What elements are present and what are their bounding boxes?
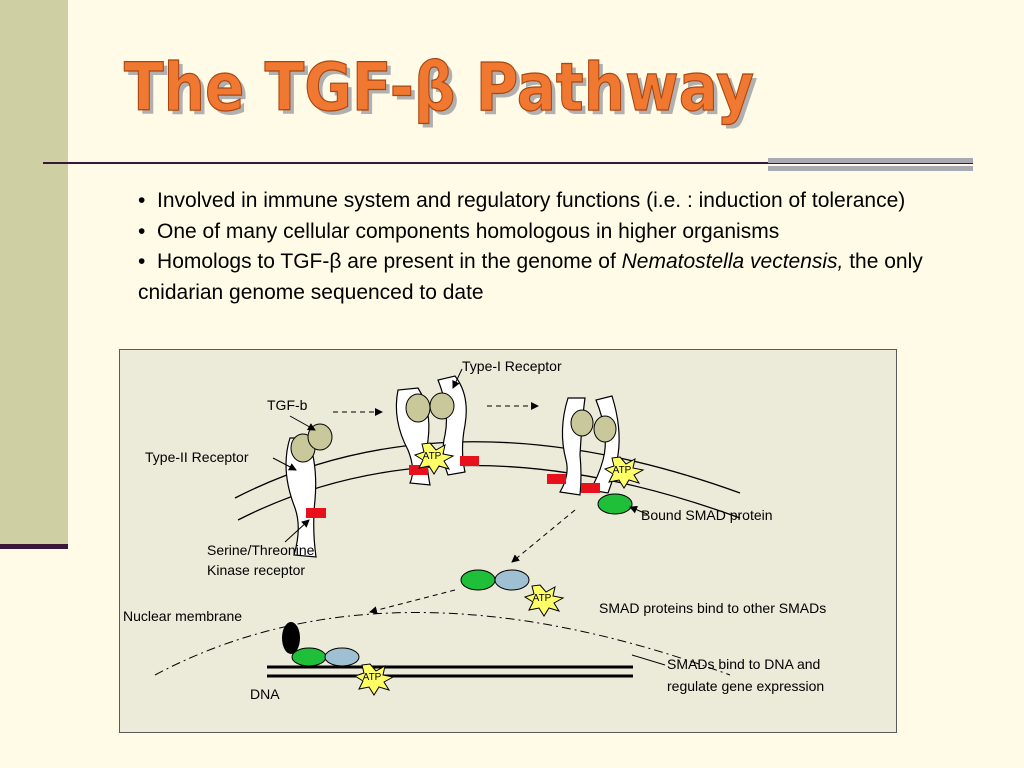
- pathway-diagram: ATP ATP ATP ATP Type-I Receptor TGF-b Ty…: [119, 349, 897, 733]
- species-name: Nematostella vectensis,: [621, 250, 844, 273]
- atp-burst-2: ATP: [603, 456, 645, 489]
- title-rule: [43, 162, 973, 164]
- label-nuclear-membrane: Nuclear membrane: [123, 608, 243, 624]
- bullet-item-3: • Homologs to TGF-β are present in the g…: [138, 247, 968, 308]
- pointer-dna-bind: [631, 654, 666, 666]
- slide-title-text: The TGF-β Pathway: [124, 49, 754, 126]
- slide-sidebar: [0, 0, 68, 548]
- bullet-marker: •: [138, 189, 146, 212]
- atp-burst-1: ATP: [413, 442, 455, 475]
- label-smad-bind: SMAD proteins bind to other SMADs: [599, 600, 827, 616]
- atp-label: ATP: [613, 465, 632, 476]
- label-kinase-line2: Kinase receptor: [207, 562, 306, 578]
- bullet-marker: •: [138, 219, 146, 243]
- receptor-complex-right: [547, 395, 633, 515]
- bullet-list: • Involved in immune system and regulato…: [138, 186, 968, 308]
- label-tgf-b: TGF-b: [267, 397, 308, 413]
- atp-label: ATP: [533, 593, 552, 604]
- label-dna: DNA: [250, 686, 280, 702]
- bullet-item-2: • One of many cellular components homolo…: [138, 217, 968, 248]
- slide-title-shadow: The TGF-β Pathway: [128, 53, 758, 130]
- pointer-kinase: [284, 519, 310, 543]
- bullet-text-prefix: Homologs to TGF-β are present in the gen…: [157, 250, 622, 273]
- pointer-type-i: [452, 368, 463, 389]
- type-ii-receptor: [285, 423, 333, 558]
- bullet-item-1: • Involved in immune system and regulato…: [138, 186, 968, 217]
- arrow-smad-to-nucleus: [369, 589, 456, 615]
- receptor-complex-middle: [395, 375, 479, 486]
- dna-strand: [267, 622, 633, 678]
- label-dna-bind-line2: regulate gene expression: [667, 678, 825, 694]
- pointer-type-ii: [272, 457, 297, 471]
- atp-burst-4: ATP: [353, 663, 395, 696]
- slide-title: The TGF-β Pathway The TGF-β Pathway: [100, 28, 780, 138]
- pointer-tgf-b: [289, 415, 316, 431]
- bullet-text: One of many cellular components homologo…: [157, 219, 780, 243]
- sidebar-divider: [0, 544, 68, 549]
- label-bound-smad: Bound SMAD protein: [641, 507, 773, 523]
- label-type-ii-receptor: Type-II Receptor: [145, 449, 249, 465]
- smad-pair-cytoplasm: [460, 569, 530, 591]
- title-rule-accent: [768, 158, 973, 178]
- label-dna-bind-line1: SMADs bind to DNA and: [667, 656, 821, 672]
- pointer-bound-smad: [629, 505, 648, 515]
- bullet-text-suffix: the only cnidarian genome sequenced to d…: [138, 250, 923, 304]
- atp-label: ATP: [363, 672, 382, 683]
- bullet-marker: •: [138, 250, 146, 273]
- atp-burst-3: ATP: [523, 584, 565, 617]
- nuclear-membrane: [154, 612, 731, 676]
- atp-label: ATP: [423, 451, 442, 462]
- label-type-i-receptor: Type-I Receptor: [462, 358, 562, 374]
- arrow-smad-release: [511, 509, 576, 563]
- label-kinase-line1: Serine/Threonine: [207, 542, 315, 558]
- bullet-text: Involved in immune system and regulatory…: [157, 189, 906, 212]
